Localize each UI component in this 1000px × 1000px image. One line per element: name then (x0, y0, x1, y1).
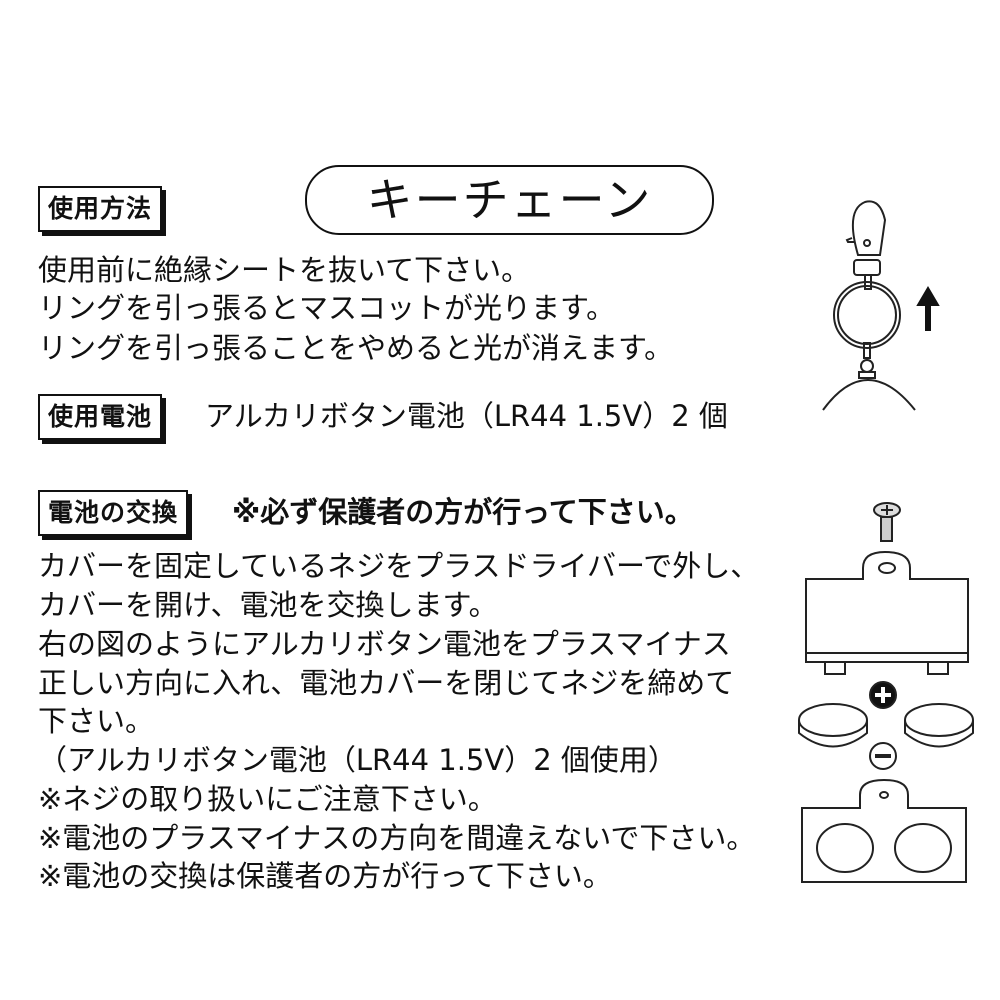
battery-heading: 使用電池 (38, 394, 163, 440)
pull-arrow-icon (916, 286, 940, 331)
usage-line: 使用前に絶縁シートを抜いて下さい。 (38, 253, 531, 287)
minus-icon (869, 742, 897, 770)
replacement-line: ※電池のプラスマイナスの方向を間違えないで下さい。 (38, 821, 756, 855)
replacement-note: ※必ず保護者の方が行って下さい。 (232, 495, 694, 529)
replacement-line: ※ネジの取り扱いにご注意下さい。 (38, 782, 497, 816)
replacement-line: カバーを固定しているネジをプラスドライバーで外し、 (38, 549, 760, 583)
replacement-line: 正しい方向に入れ、電池カバーを閉じてネジを締めて (38, 666, 735, 700)
battery-text: アルカリボタン電池（LR44 1.5V）2 個 (205, 399, 728, 433)
replacement-line: カバーを開け、電池を交換します。 (38, 588, 498, 622)
replacement-line: ※電池の交換は保護者の方が行って下さい。 (38, 859, 612, 893)
replacement-line: 下さい。 (38, 704, 155, 738)
replacement-line: （アルカリボタン電池（LR44 1.5V）2 個使用） (38, 743, 677, 777)
page-title: キーチェーン (305, 165, 714, 235)
usage-line: リングを引っ張ることをやめると光が消えます。 (38, 331, 674, 365)
battery-diagram (798, 502, 974, 883)
keychain-diagram (822, 200, 940, 411)
replacement-heading: 電池の交換 (38, 490, 189, 536)
usage-line: リングを引っ張るとマスコットが光ります。 (38, 291, 616, 325)
usage-heading: 使用方法 (38, 186, 163, 232)
replacement-line: 右の図のようにアルカリボタン電池をプラスマイナス (38, 627, 731, 661)
